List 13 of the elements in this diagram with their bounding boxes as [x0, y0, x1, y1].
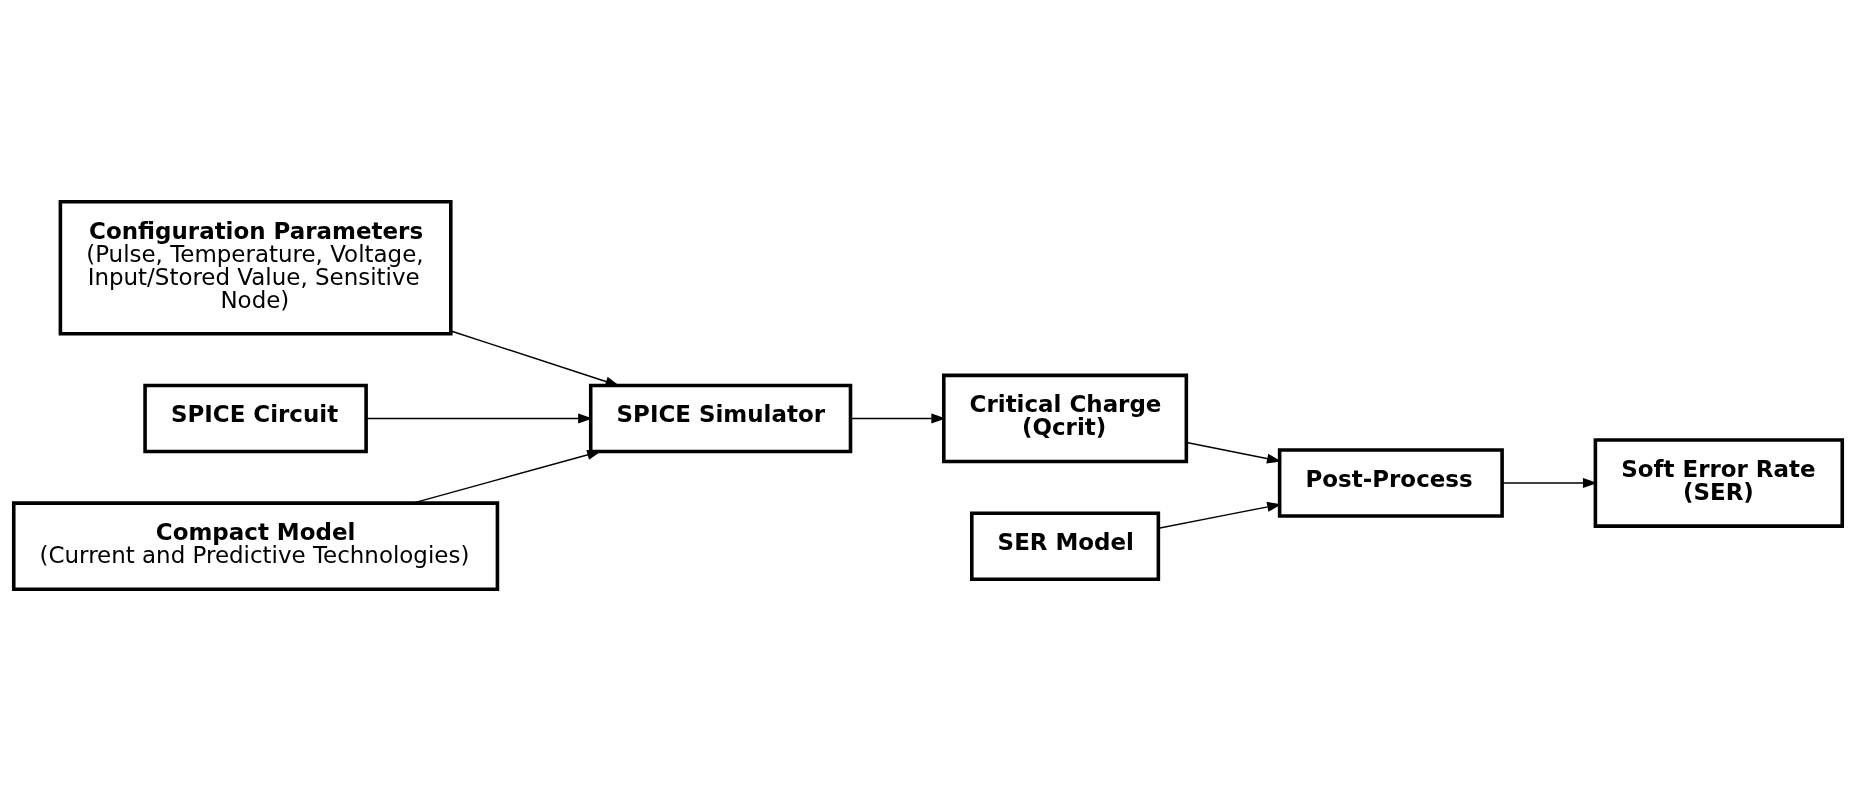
arrow [450, 329, 620, 386]
arrow [365, 412, 593, 423]
node-box: Post-Process [1277, 447, 1504, 518]
node-box: SPICE Circuit [143, 383, 368, 453]
node-box: Critical Charge (Qcrit) [942, 373, 1189, 463]
node-box: Configuration Parameters (Pulse, Temperature, Voltage, Input/Stored Value, Sensitive Node) [58, 199, 453, 336]
arrow [412, 449, 602, 504]
node-box: SPICE Simulator [588, 383, 853, 453]
arrow [1157, 501, 1282, 529]
node-box: SER Model [970, 510, 1161, 581]
arrow [850, 412, 946, 423]
node-box: Compact Model (Current and Predictive Technologies) [11, 500, 500, 591]
node-box: Soft Error Rate (SER) [1593, 437, 1845, 528]
